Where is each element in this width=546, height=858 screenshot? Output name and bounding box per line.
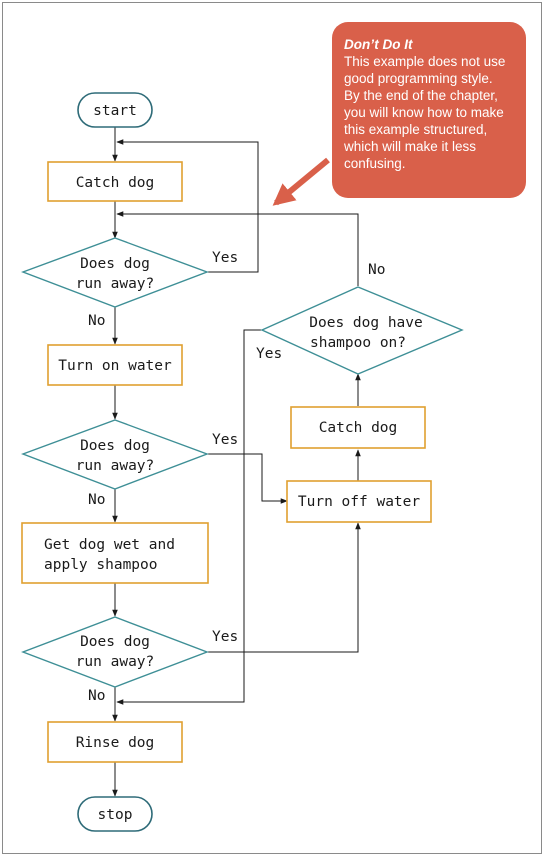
process-catch-dog-1: [47, 161, 183, 202]
callout-line-4: you will know how to make: [344, 105, 504, 120]
connectors: [112, 127, 361, 797]
label-no-shampoo: No: [368, 262, 385, 278]
decision-shampoo-on-line1: Does dog have: [309, 315, 423, 331]
arrow-shampoo-no-loop: [116, 211, 359, 286]
decision-run-away-3-line1: Does dog: [80, 634, 150, 650]
decision-shampoo-on-line2: shampoo on?: [310, 335, 406, 351]
label-no-3: No: [88, 688, 105, 704]
arrow-decision2-yes: [207, 453, 288, 504]
label-yes-1: Yes: [212, 250, 238, 266]
process-rinse-dog: [47, 721, 183, 763]
label-yes-3: Yes: [212, 629, 238, 645]
process-get-dog-wet-line2: apply shampoo: [44, 557, 158, 573]
process-get-dog-wet-line1: Get dog wet and: [44, 537, 175, 553]
process-turn-on-water-label: Turn on water: [58, 358, 172, 374]
arrow-decision3-yes: [207, 522, 361, 653]
arrow-decision1-yes-loop: [116, 139, 259, 273]
process-rinse-dog-label: Rinse dog: [76, 735, 155, 751]
stop-terminal: [77, 796, 153, 832]
decision-run-away-2-line2: run away?: [76, 458, 155, 474]
decision-run-away-3-line2: run away?: [76, 654, 155, 670]
decision-run-away-3: [21, 616, 209, 688]
process-catch-dog-2-label: Catch dog: [319, 420, 398, 436]
process-turn-off-water: [286, 480, 432, 523]
callout-line-3: By the end of the chapter,: [344, 88, 498, 103]
decision-run-away-2: [21, 419, 209, 490]
callout-arrow: [272, 157, 330, 206]
start-label: start: [93, 103, 137, 119]
process-catch-dog-1-label: Catch dog: [76, 175, 155, 191]
decision-run-away-1-line1: Does dog: [80, 256, 150, 272]
process-turn-on-water: [47, 344, 183, 386]
label-no-1: No: [88, 313, 105, 329]
label-yes-shampoo: Yes: [256, 346, 282, 362]
callout-line-7: confusing.: [344, 156, 406, 171]
decision-run-away-1: [21, 237, 209, 308]
callout-line-5: this example structured,: [344, 122, 488, 137]
process-get-dog-wet: [21, 522, 209, 584]
arrow-shampoo-yes: [116, 329, 262, 705]
callout-line-6: which will make it less: [344, 139, 477, 154]
label-no-2: No: [88, 492, 105, 508]
decision-shampoo-on: [260, 286, 464, 375]
callout-line-2: good programming style.: [344, 71, 493, 86]
label-yes-2: Yes: [212, 432, 238, 448]
process-turn-off-water-label: Turn off water: [298, 494, 420, 510]
process-catch-dog-2: [290, 406, 426, 449]
callout-line-1: This example does not use: [344, 54, 506, 69]
decision-run-away-2-line1: Does dog: [80, 438, 150, 454]
start-terminal: [77, 92, 153, 128]
dont-do-it-callout: Don’t Do It This example does not use go…: [332, 22, 526, 198]
decision-run-away-1-line2: run away?: [76, 276, 155, 292]
callout-title: Don’t Do It: [344, 37, 413, 52]
stop-label: stop: [98, 807, 133, 823]
